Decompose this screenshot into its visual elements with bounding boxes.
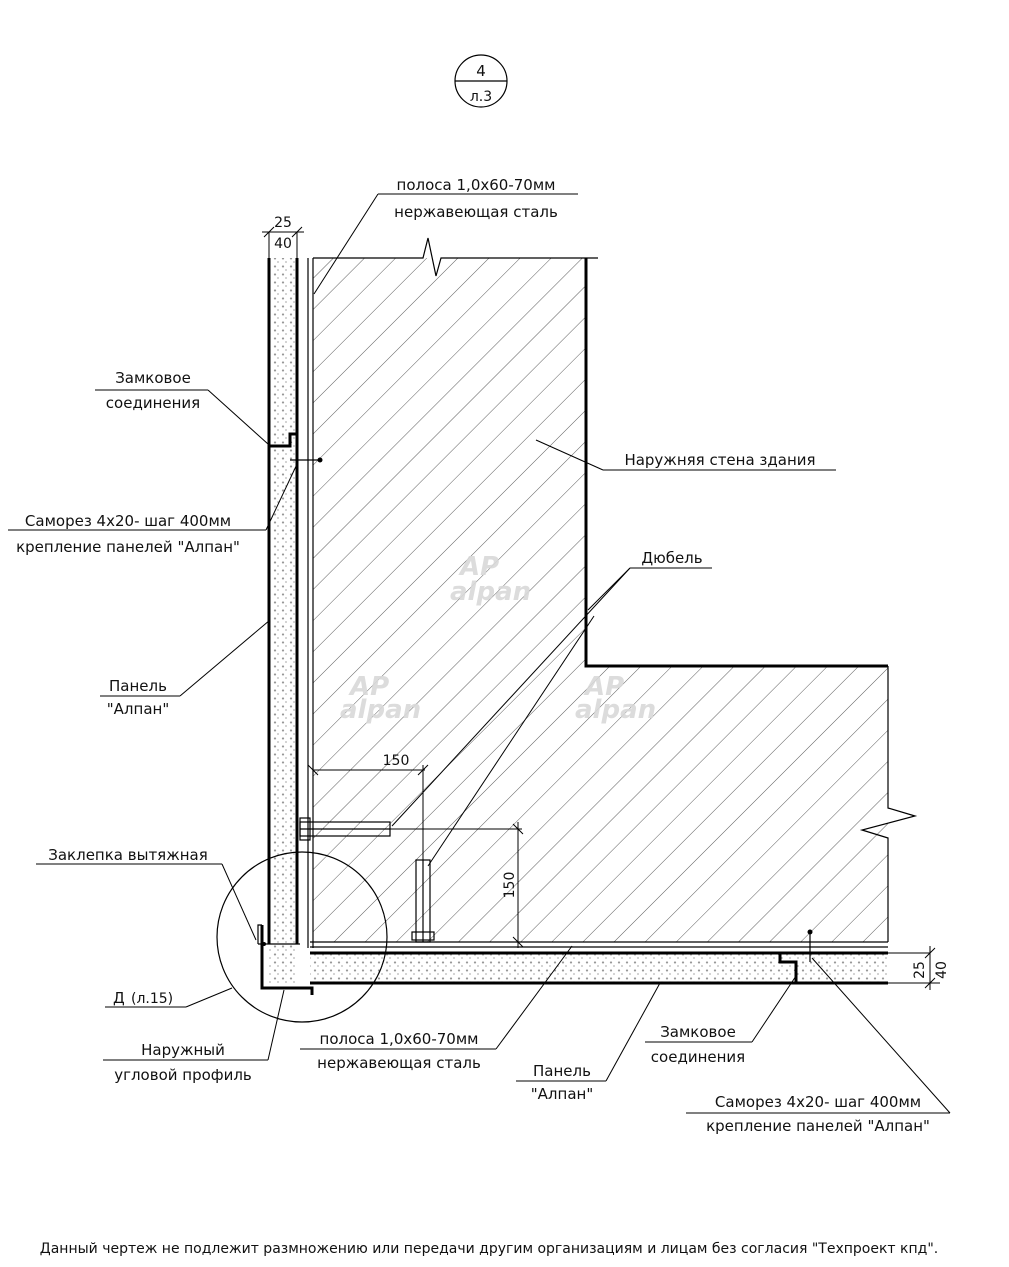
label-screw-left-1: Саморез 4х20- шаг 400мм (25, 512, 231, 530)
label-screw-bottom-2: крепление панелей "Алпан" (706, 1117, 930, 1135)
dimension-horizontal-150: 150 (307, 753, 429, 860)
label-wall: Наружняя стена здания (624, 451, 815, 469)
dim-vert-150: 150 (502, 872, 518, 899)
dimension-right: 25 40 (888, 946, 950, 990)
horizontal-panel (269, 929, 888, 985)
label-screw-bottom-1: Саморез 4х20- шаг 400мм (715, 1093, 921, 1111)
label-strip-top-1: полоса 1,0х60-70мм (397, 176, 556, 194)
label-strip-bottom-2: нержавеющая сталь (317, 1054, 481, 1072)
dimension-top: 25 40 (262, 215, 304, 258)
dim-horiz-150: 150 (383, 753, 410, 769)
label-panel-bottom-1: Панель (533, 1062, 591, 1080)
dim-right-40: 40 (934, 961, 950, 979)
label-strip-top-2: нержавеющая сталь (394, 203, 558, 221)
label-lock-bottom-2: соединения (651, 1048, 745, 1066)
label-panel-left-2: "Алпан" (107, 700, 169, 718)
dimension-vertical-150: 150 (390, 822, 524, 948)
watermark-text-2: alpan (340, 695, 421, 725)
label-detail-sheet: (л.15) (131, 991, 173, 1007)
label-lock-left-1: Замковое (115, 369, 191, 387)
section-sheet: л.3 (470, 89, 492, 105)
dim-top-40: 40 (274, 236, 292, 252)
label-lock-left-2: соединения (106, 394, 200, 412)
label-panel-left-1: Панель (109, 677, 167, 695)
section-number: 4 (476, 62, 486, 80)
corner-profile (257, 924, 314, 995)
label-detail-ref: Д (113, 989, 125, 1007)
leader-lines (8, 193, 951, 1114)
label-screw-left-2: крепление панелей "Алпан" (16, 538, 240, 556)
label-lock-bottom-1: Замковое (660, 1023, 736, 1041)
watermark: AP alpan AP alpan AP alpan (340, 552, 656, 725)
detail-circle (216, 851, 388, 1023)
watermark-symbol-3: AP (583, 672, 624, 702)
label-strip-bottom-1: полоса 1,0х60-70мм (320, 1030, 479, 1048)
label-rivet: Заклепка вытяжная (48, 846, 208, 864)
dim-right-25: 25 (912, 961, 928, 979)
watermark-symbol-1: AP (458, 552, 499, 582)
footer-note: Данный чертеж не подлежит размножению ил… (40, 1241, 938, 1257)
dim-top-25: 25 (274, 215, 292, 231)
watermark-text-3: alpan (575, 695, 656, 725)
label-corner-2: угловой профиль (114, 1066, 252, 1084)
vertical-panel (267, 258, 323, 948)
label-corner-1: Наружный (141, 1041, 225, 1059)
watermark-text-1: alpan (450, 577, 531, 607)
label-panel-bottom-2: "Алпан" (531, 1085, 593, 1103)
annotations: полоса 1,0х60-70мм нержавеющая сталь Зам… (16, 176, 930, 1135)
watermark-symbol-2: AP (348, 672, 389, 702)
section-mark: 4 л.3 (454, 54, 508, 108)
building-wall (313, 237, 918, 942)
label-dowel: Дюбель (641, 549, 702, 567)
